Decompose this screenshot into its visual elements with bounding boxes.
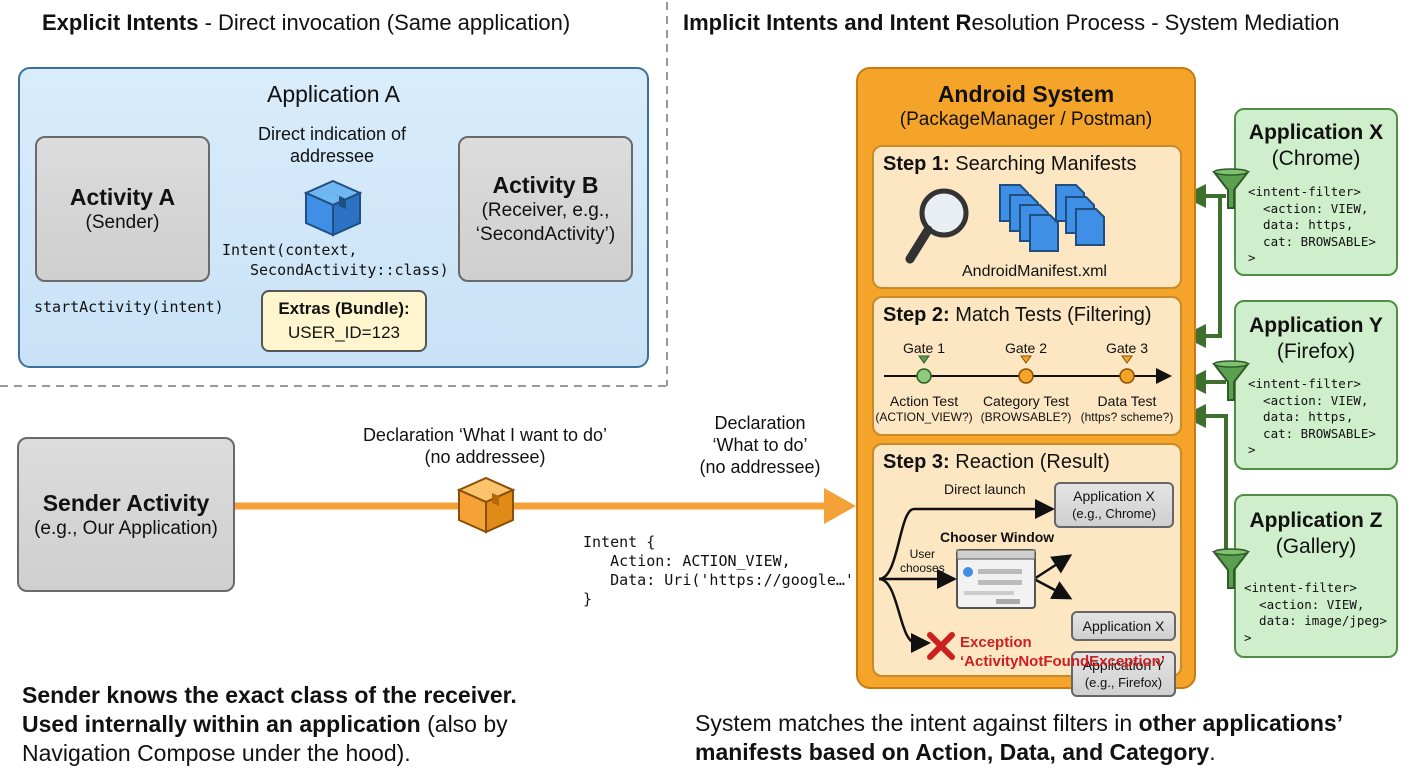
result-application-x: Application X (e.g., Chrome): [1054, 482, 1174, 528]
activity-b-sub-1: (Receiver, e.g.,: [481, 200, 610, 221]
application-x-filter: <intent-filter> <action: VIEW, data: htt…: [1248, 184, 1376, 265]
application-z-name: Application Z: [1249, 509, 1383, 532]
reaction-branches: [878, 499, 1073, 653]
gate-1-test: Action Test (ACTION_VIEW?): [875, 393, 973, 424]
application-x-box: Application X (Chrome) <intent-filter> <…: [1234, 108, 1398, 276]
activity-b-sub-2: ‘SecondActivity’): [475, 224, 616, 245]
application-y-filter: <intent-filter> <action: VIEW, data: htt…: [1248, 376, 1376, 457]
extras-bundle-box: Extras (Bundle): USER_ID=123: [261, 290, 427, 352]
filter-funnel-icon-y: [1212, 360, 1250, 401]
exception-label: Exception ‘ActivityNotFoundException’: [960, 634, 1166, 670]
filter-funnel-icon-x: [1212, 168, 1250, 209]
android-system-panel: Android System (PackageManager / Postman…: [856, 67, 1196, 697]
manifest-files-icon: [999, 184, 1105, 252]
application-z-filter: <intent-filter> <action: VIEW, data: ima…: [1244, 580, 1387, 645]
application-z-sub: (Gallery): [1275, 535, 1357, 558]
android-system-subtitle: (PackageManager / Postman): [899, 109, 1153, 130]
gate-timeline: [884, 355, 1172, 384]
start-activity-code: startActivity(intent): [34, 298, 224, 316]
sender-activity-sub: (e.g., Our Application): [34, 517, 218, 539]
activity-a-box: Activity A (Sender): [35, 136, 210, 282]
choice-application-x: Application X: [1071, 611, 1176, 641]
gate-3-label: Gate 3: [1105, 340, 1149, 356]
intent-code: Intent(context, SecondActivity::class): [222, 241, 449, 279]
application-z-box: Application Z (Gallery) <intent-filter> …: [1234, 494, 1398, 658]
chooser-window-label: Chooser Window: [940, 529, 1055, 545]
user-chooses-label: User chooses: [900, 547, 945, 575]
extras-value: USER_ID=123: [288, 323, 400, 342]
application-y-box: Application Y (Firefox) <intent-filter> …: [1234, 300, 1398, 470]
chooser-window-icon: [956, 549, 1036, 609]
step-1-title: Step 1: Searching Manifests: [883, 153, 1137, 175]
intent-package-icon: [303, 179, 363, 237]
implicit-intent-code: Intent { Action: ACTION_VIEW, Data: Uri(…: [583, 533, 863, 608]
declaration-label-1: Declaration ‘What I want to do’ (no addr…: [362, 425, 608, 467]
activity-a-sub: (Sender): [85, 212, 160, 233]
application-a-title: Application A: [267, 81, 400, 107]
gate-1-label: Gate 1: [902, 340, 946, 356]
step-3-title: Step 3: Reaction (Result): [883, 451, 1110, 473]
sender-activity-title: Sender Activity: [42, 489, 210, 516]
choice-application-y: Application Y (e.g., Firefox): [1071, 651, 1176, 697]
application-y-name: Application Y: [1249, 314, 1383, 337]
explicit-note: Sender knows the exact class of the rece…: [22, 682, 517, 766]
application-x-sub: (Chrome): [1271, 147, 1361, 170]
activity-b-box: Activity B (Receiver, e.g., ‘SecondActiv…: [458, 136, 633, 282]
application-x-name: Application X: [1248, 121, 1384, 144]
magnifier-icon: [905, 188, 969, 264]
manifest-file-label: AndroidManifest.xml: [962, 263, 1107, 280]
sender-activity-box: Sender Activity (e.g., Our Application): [17, 437, 235, 592]
implicit-note: System matches the intent against filter…: [695, 710, 1344, 765]
application-y-sub: (Firefox): [1276, 340, 1356, 363]
activity-b-title: Activity B: [492, 172, 599, 198]
implicit-arrow-head: [824, 488, 856, 524]
activity-a-title: Activity A: [69, 184, 176, 210]
implicit-heading: Implicit Intents and Intent Resolution P…: [683, 10, 1340, 35]
gate-2-label: Gate 2: [1004, 340, 1048, 356]
step-2-title: Step 2: Match Tests (Filtering): [883, 304, 1152, 326]
gate-3-test: Data Test (https? scheme?): [1080, 393, 1174, 424]
step-1-panel: Step 1: Searching Manifests AndroidManif…: [872, 145, 1182, 289]
step-3-panel: Step 3: Reaction (Result) Direct launch …: [872, 443, 1182, 697]
direct-launch-label: Direct launch: [944, 481, 1026, 497]
implicit-package-icon: [456, 476, 516, 534]
declaration-label-2: Declaration ‘What to do’ (no addressee): [699, 413, 821, 477]
android-system-title: Android System: [937, 81, 1115, 107]
filter-funnel-icon-z: [1212, 548, 1250, 589]
step-2-panel: Step 2: Match Tests (Filtering) Gate 1 G…: [872, 296, 1182, 436]
explicit-heading: Explicit Intents - Direct invocation (Sa…: [42, 10, 571, 35]
exception-cross-icon: [927, 632, 955, 660]
direct-indication-label: Direct indication of addressee: [257, 124, 407, 166]
gate-2-test: Category Test (BROWSABLE?): [980, 393, 1072, 424]
extras-title: Extras (Bundle):: [278, 299, 410, 318]
